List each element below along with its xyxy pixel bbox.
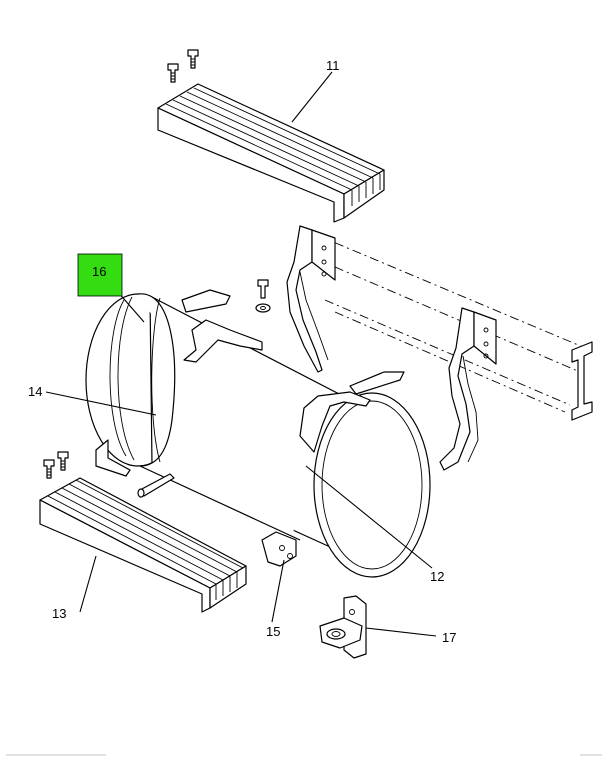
callout-15[interactable]: 15 [266,624,280,639]
callout-16[interactable]: 16 [92,264,106,279]
callout-16-highlight [77,253,123,297]
frame-bracket-left [286,225,336,373]
tank-strap-rear [95,289,263,477]
tank-strap-front [261,371,405,567]
callout-17[interactable]: 17 [442,630,456,645]
frame-rail [299,227,593,421]
callout-14[interactable]: 14 [28,384,42,399]
frame-bracket-right [439,307,497,471]
step-lower [39,477,247,613]
bolt-washer [255,279,271,313]
callout-13[interactable]: 13 [52,606,66,621]
bolts-lower [43,451,69,479]
callout-11[interactable]: 11 [326,58,340,73]
fuel-tank [85,293,431,578]
bracket-17 [319,595,367,659]
callout-12[interactable]: 12 [430,569,444,584]
bolts-upper [167,49,199,83]
callout-leaders [45,71,437,637]
footer-marks [6,754,602,756]
mount-pin [137,473,175,498]
step-upper [157,83,385,223]
